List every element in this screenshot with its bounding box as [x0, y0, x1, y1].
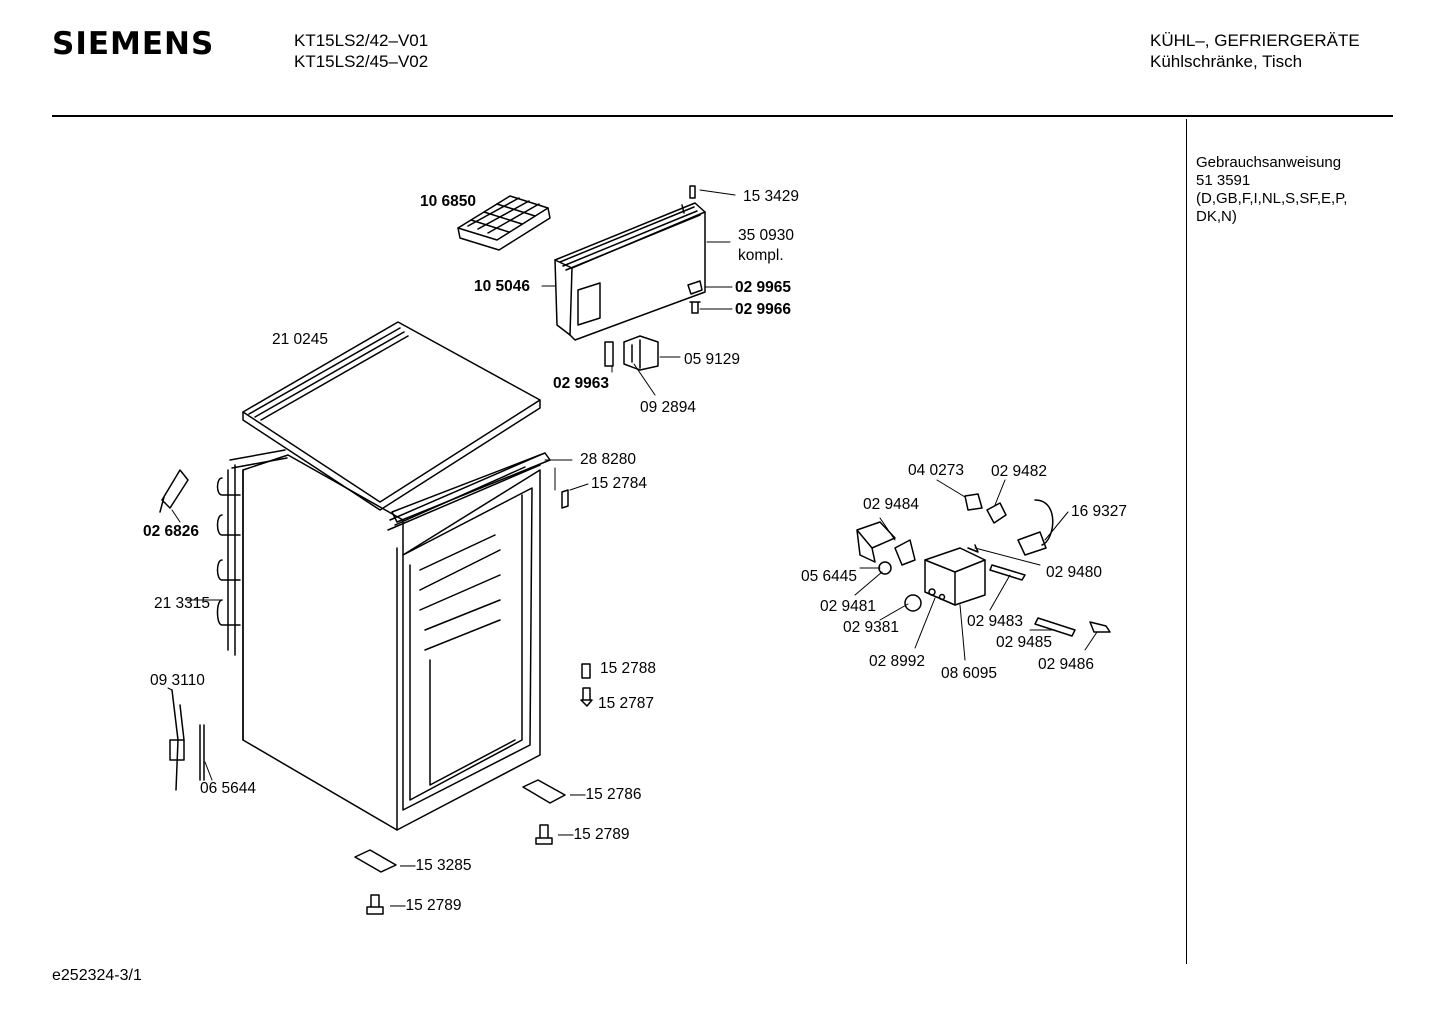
label-092894: 09 2894	[640, 399, 696, 416]
label-029963: 02 9963	[553, 375, 609, 392]
label-029381: 02 9381	[843, 619, 899, 636]
foot-152787	[580, 687, 593, 707]
drawing-code: e252324-3/1	[52, 967, 142, 984]
label-029485: 02 9485	[996, 634, 1052, 651]
sensor-093110	[169, 689, 185, 791]
model-number-1: KT15LS2/42–V01	[294, 31, 429, 50]
manual-languages-cont: DK,N)	[1196, 208, 1237, 225]
hinge-029965	[687, 280, 703, 295]
brand-logo: SIEMENS	[52, 26, 215, 62]
label-152786: —15 2786	[570, 786, 642, 803]
label-029481: 02 9481	[820, 598, 876, 615]
label-106850: 10 6850	[420, 193, 476, 210]
label-152788: 15 2788	[600, 660, 656, 677]
label-029483: 02 9483	[967, 613, 1023, 630]
manual-label: Gebrauchsanweisung	[1196, 154, 1342, 171]
leader-lines	[167, 189, 1098, 781]
model-number-2: KT15LS2/45–V02	[294, 52, 429, 71]
label-029482: 02 9482	[991, 463, 1047, 480]
label-065644: 06 5644	[200, 780, 256, 797]
label-029966: 02 9966	[735, 301, 791, 318]
handle-026826	[159, 469, 189, 513]
label-152789-a: —15 2789	[558, 826, 630, 843]
label-152784: 15 2784	[591, 475, 647, 492]
screw-152789-b	[366, 894, 384, 915]
label-153285: —15 3285	[400, 857, 472, 874]
label-056445: 05 6445	[801, 568, 857, 585]
label-029486: 02 9486	[1038, 656, 1094, 673]
label-152789-b: —15 2789	[390, 897, 462, 914]
cabinet-body	[242, 454, 541, 831]
pin-153429	[689, 185, 696, 199]
freezer-door	[554, 202, 706, 341]
sidebar-divider	[1186, 119, 1187, 964]
screw-152789-a	[535, 824, 553, 845]
label-350930: 35 0930	[738, 227, 794, 244]
part-labels: 10 6850 15 3429 35 0930 kompl. 10 5046 0…	[143, 188, 1127, 914]
label-kompl: kompl.	[738, 247, 784, 264]
label-086095: 08 6095	[941, 665, 997, 682]
label-105046: 10 5046	[474, 278, 530, 295]
label-028992: 02 8992	[869, 653, 925, 670]
condenser-coil	[216, 449, 288, 656]
label-026826: 02 6826	[143, 523, 199, 540]
label-152787: 15 2787	[598, 695, 654, 712]
plate-152786	[522, 779, 566, 804]
top-cover	[242, 321, 541, 511]
label-059129: 05 9129	[684, 351, 740, 368]
bracket-059129	[623, 335, 659, 371]
rod-065644	[199, 724, 205, 781]
label-210245: 21 0245	[272, 331, 328, 348]
plate-153285	[354, 849, 397, 873]
header-divider	[52, 115, 1393, 117]
label-040273: 04 0273	[908, 462, 964, 479]
label-213315: 21 3315	[154, 595, 210, 612]
label-288280: 28 8280	[580, 451, 636, 468]
manual-number: 51 3591	[1196, 172, 1251, 189]
category-title: KÜHL–, GEFRIERGERÄTE	[1150, 31, 1360, 50]
label-029484: 02 9484	[863, 496, 919, 513]
screw-029966	[689, 301, 701, 314]
label-029965: 02 9965	[735, 279, 791, 296]
cap-152788	[581, 663, 591, 679]
ice-tray	[457, 195, 551, 251]
label-093110: 09 3110	[150, 672, 205, 689]
label-153429: 15 3429	[743, 188, 799, 205]
hinge-029963	[604, 341, 614, 367]
manual-languages: (D,GB,F,I,NL,S,SF,E,P,	[1196, 190, 1348, 207]
label-169327: 16 9327	[1071, 503, 1127, 520]
category-subtitle: Kühlschränke, Tisch	[1150, 52, 1303, 71]
label-029480: 02 9480	[1046, 564, 1102, 581]
screw-152784	[561, 489, 569, 509]
